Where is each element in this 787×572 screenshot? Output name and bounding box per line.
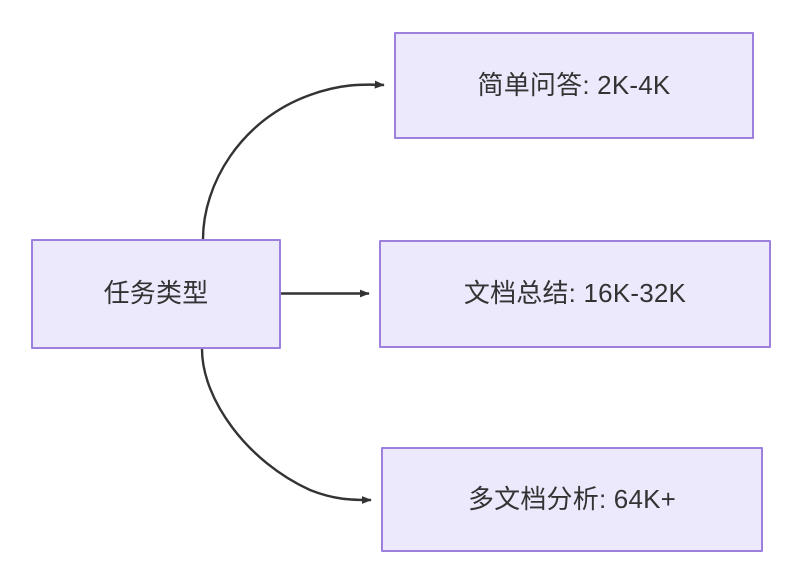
node-simple-qa-label: 简单问答: 2K-4K (477, 69, 671, 100)
edge-source-to-multi-doc (200, 348, 372, 504)
node-simple-qa[interactable]: 简单问答: 2K-4K (394, 32, 754, 139)
edge-source-to-simple-qa (201, 80, 385, 240)
node-doc-summary[interactable]: 文档总结: 16K-32K (379, 240, 771, 348)
node-task-type[interactable]: 任务类型 (31, 239, 281, 349)
node-multi-doc-label: 多文档分析: 64K+ (467, 483, 677, 514)
node-task-type-label: 任务类型 (103, 278, 209, 309)
node-multi-doc[interactable]: 多文档分析: 64K+ (381, 447, 763, 552)
node-doc-summary-label: 文档总结: 16K-32K (463, 278, 687, 309)
